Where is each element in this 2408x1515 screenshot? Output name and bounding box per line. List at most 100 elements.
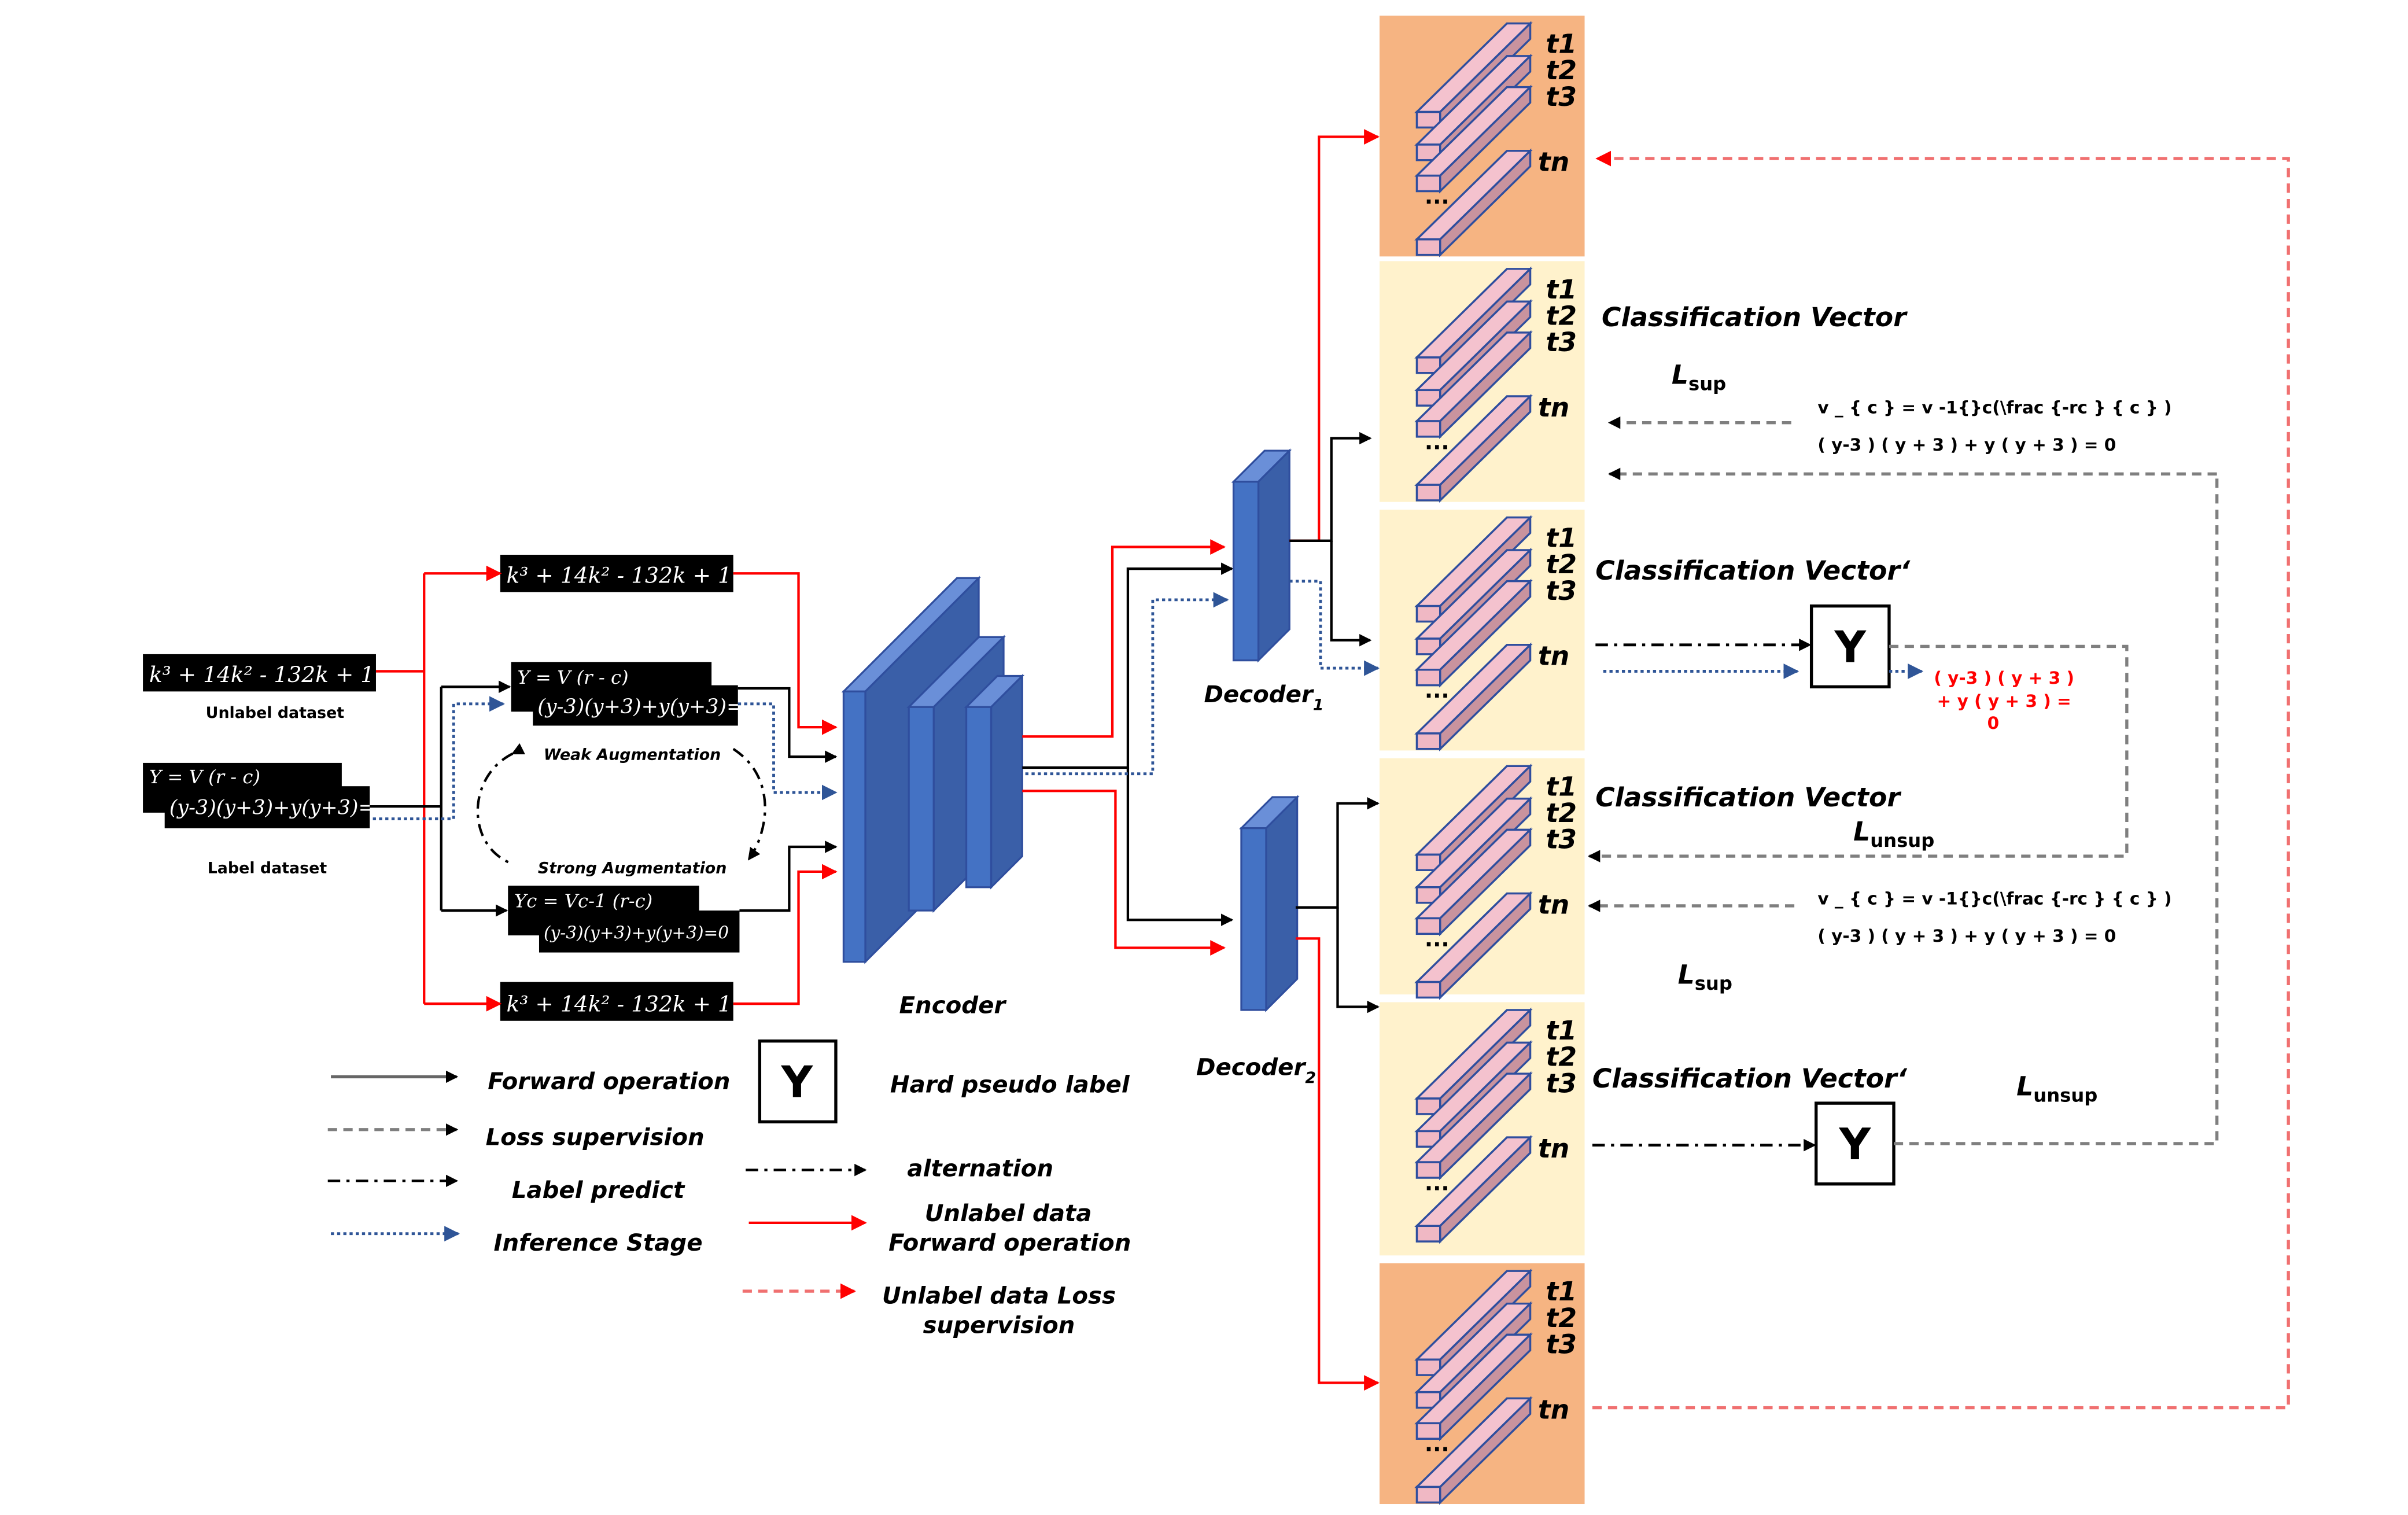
weak-aug-front-text: (y-3)(y+3)+y(y+3)=0 xyxy=(537,695,756,718)
slab-front xyxy=(1415,1225,1441,1243)
legend-hard-pseudo-label: Hard pseudo label xyxy=(890,1071,1130,1098)
slab-front xyxy=(1415,732,1441,750)
token-stack: t1t2t3tn... xyxy=(1414,764,1577,1000)
token-slab xyxy=(1414,827,1533,937)
inference-prediction-line2: + y ( y + 3 ) = xyxy=(1937,691,2071,711)
legend-pseudo-box xyxy=(758,1039,838,1124)
unlabel-dataset: k³ + 14k² - 132k + 1789 Unlabel dataset xyxy=(143,654,416,722)
token-slab xyxy=(1414,1071,1533,1181)
legend: Forward operation Loss supervision Label… xyxy=(327,1039,1131,1339)
label-dataset-label: Label dataset xyxy=(208,860,327,878)
token-label: tn xyxy=(1538,889,1569,920)
slab-front xyxy=(1415,980,1441,999)
token-label: t2 xyxy=(1546,798,1577,828)
legend-forward-label: Forward operation xyxy=(488,1068,730,1095)
strong-aug-back-text: Yc = Vc-1 (r-c) xyxy=(514,890,652,912)
augmented-inputs: k³ + 14k² - 132k + 1789 Y = V (r - c) (y… xyxy=(476,555,773,1021)
formula-2-line2: ( y-3 ) ( y + 3 ) + y ( y + 3 ) = 0 xyxy=(1817,926,2116,946)
unlabel-aug-bottom-image xyxy=(500,982,733,1021)
token-label: t1 xyxy=(1546,28,1577,59)
token-label: t3 xyxy=(1546,82,1577,112)
strong-aug-image-front xyxy=(539,911,740,953)
legend-unlabel-forward-label-2: Forward operation xyxy=(888,1230,1131,1256)
loss-unsup-label-2: Lunsup xyxy=(2016,1071,2097,1107)
pseudo-label-box-1 xyxy=(1809,604,1891,688)
weak-augmentation-label: Weak Augmentation xyxy=(544,746,721,764)
loss-unsup-label-1: Lunsup xyxy=(1853,816,1934,852)
cv-title-2: Classification Vector xyxy=(1595,782,1901,813)
unlabel-dataset-label: Unlabel dataset xyxy=(206,704,345,722)
token-label: t1 xyxy=(1546,274,1577,305)
slab-front xyxy=(1415,174,1441,193)
token-stack: t1t2t3tn... xyxy=(1414,515,1577,751)
token-label: t1 xyxy=(1546,1015,1577,1046)
slab-front xyxy=(1415,669,1441,687)
formula-1-line2: ( y-3 ) ( y + 3 ) + y ( y + 3 ) = 0 xyxy=(1817,435,2116,455)
augmentation-alternation-loop-right xyxy=(732,747,766,861)
legend-pseudo-y: Y xyxy=(781,1056,814,1107)
token-label: t1 xyxy=(1546,771,1577,802)
unlabel-image xyxy=(143,654,376,692)
encoder xyxy=(841,576,1025,964)
unlabel-aug-top-image xyxy=(500,555,733,592)
token-stack: t1t2t3tn... xyxy=(1414,21,1577,257)
token-label: tn xyxy=(1538,147,1569,178)
token-slab xyxy=(1414,1135,1533,1244)
cv-prime-title-2: Classification Vector‘ xyxy=(1592,1063,1908,1094)
decoder-1 xyxy=(1231,448,1292,663)
token-label: t2 xyxy=(1546,55,1577,86)
token-label: tn xyxy=(1538,641,1569,672)
token-label: tn xyxy=(1538,392,1569,423)
decoder-1-label: Decoder1 xyxy=(1204,681,1323,714)
token-label: t3 xyxy=(1546,824,1577,855)
loss-sup-label-2: Lsup xyxy=(1678,959,1732,994)
unlabel-image-text: k³ + 14k² - 132k + 1789 xyxy=(149,662,416,687)
unlabel-aug-bottom-text: k³ + 14k² - 132k + 1789 xyxy=(507,991,773,1017)
legend-unlabel-loss-label-1: Unlabel data Loss xyxy=(882,1283,1116,1310)
token-label: t1 xyxy=(1546,1276,1577,1307)
token-stack: t1t2t3tn... xyxy=(1414,1007,1577,1244)
token-label: t1 xyxy=(1546,523,1577,554)
cv-title-1: Classification Vector xyxy=(1602,302,1908,333)
ellipsis: ... xyxy=(1425,1170,1450,1195)
token-label: t2 xyxy=(1546,549,1577,580)
pseudo-label-y-1: Y xyxy=(1834,621,1867,672)
ellipsis: ... xyxy=(1425,677,1450,703)
right-annotations: Classification Vector Classification Vec… xyxy=(1592,302,2172,1186)
token-slab xyxy=(1414,1332,1533,1442)
token-label: t2 xyxy=(1546,301,1577,331)
token-label: tn xyxy=(1538,1133,1569,1164)
slab-front xyxy=(1415,484,1441,502)
slab-front xyxy=(1415,420,1441,438)
legend-loss-label: Loss supervision xyxy=(486,1125,705,1151)
token-slab xyxy=(1414,393,1533,503)
pseudo-label-box-2 xyxy=(1815,1101,1896,1186)
strong-augmentation-label: Strong Augmentation xyxy=(538,860,727,878)
decoder-2-label: Decoder2 xyxy=(1196,1055,1316,1087)
token-slab xyxy=(1414,578,1533,688)
label-image-front-text: (y-3)(y+3)+y(y+3)=0 xyxy=(169,797,388,820)
formula-1-line1: v _ { c } = v -1{}c(\frac {-rc } { c } ) xyxy=(1817,398,2171,418)
weak-aug-back-text: Y = V (r - c) xyxy=(517,666,628,688)
token-slab xyxy=(1414,84,1533,194)
token-stack: t1t2t3tn... xyxy=(1414,1268,1577,1505)
token-label: t3 xyxy=(1546,1329,1577,1360)
legend-inference-label: Inference Stage xyxy=(494,1230,703,1256)
unlabel-aug-top-text: k³ + 14k² - 132k + 1789 xyxy=(507,562,773,588)
token-stacks: t1t2t3tn...t1t2t3tn...t1t2t3tn...t1t2t3t… xyxy=(1414,21,1577,1505)
slab-front xyxy=(1415,238,1441,256)
slab-front xyxy=(1415,917,1441,935)
token-slab xyxy=(1414,148,1533,257)
input-connectors xyxy=(370,565,838,1012)
token-label: t3 xyxy=(1546,1068,1577,1099)
inference-prediction-line3: 0 xyxy=(1987,713,2000,733)
strong-aug-front-text: (y-3)(y+3)+y(y+3)=0 xyxy=(544,923,729,942)
label-dataset: Y = V (r - c) (y-3)(y+3)+y(y+3)=0 Label … xyxy=(143,762,388,878)
slab-front xyxy=(1415,1422,1441,1440)
ellipsis: ... xyxy=(1425,1431,1450,1457)
legend-alternation-label: alternation xyxy=(907,1155,1053,1182)
decoder-2 xyxy=(1239,795,1300,1012)
encoder-connectors xyxy=(1022,539,1234,956)
inference-prediction-line1: ( y-3 ) ( y + 3 ) xyxy=(1934,668,2074,688)
